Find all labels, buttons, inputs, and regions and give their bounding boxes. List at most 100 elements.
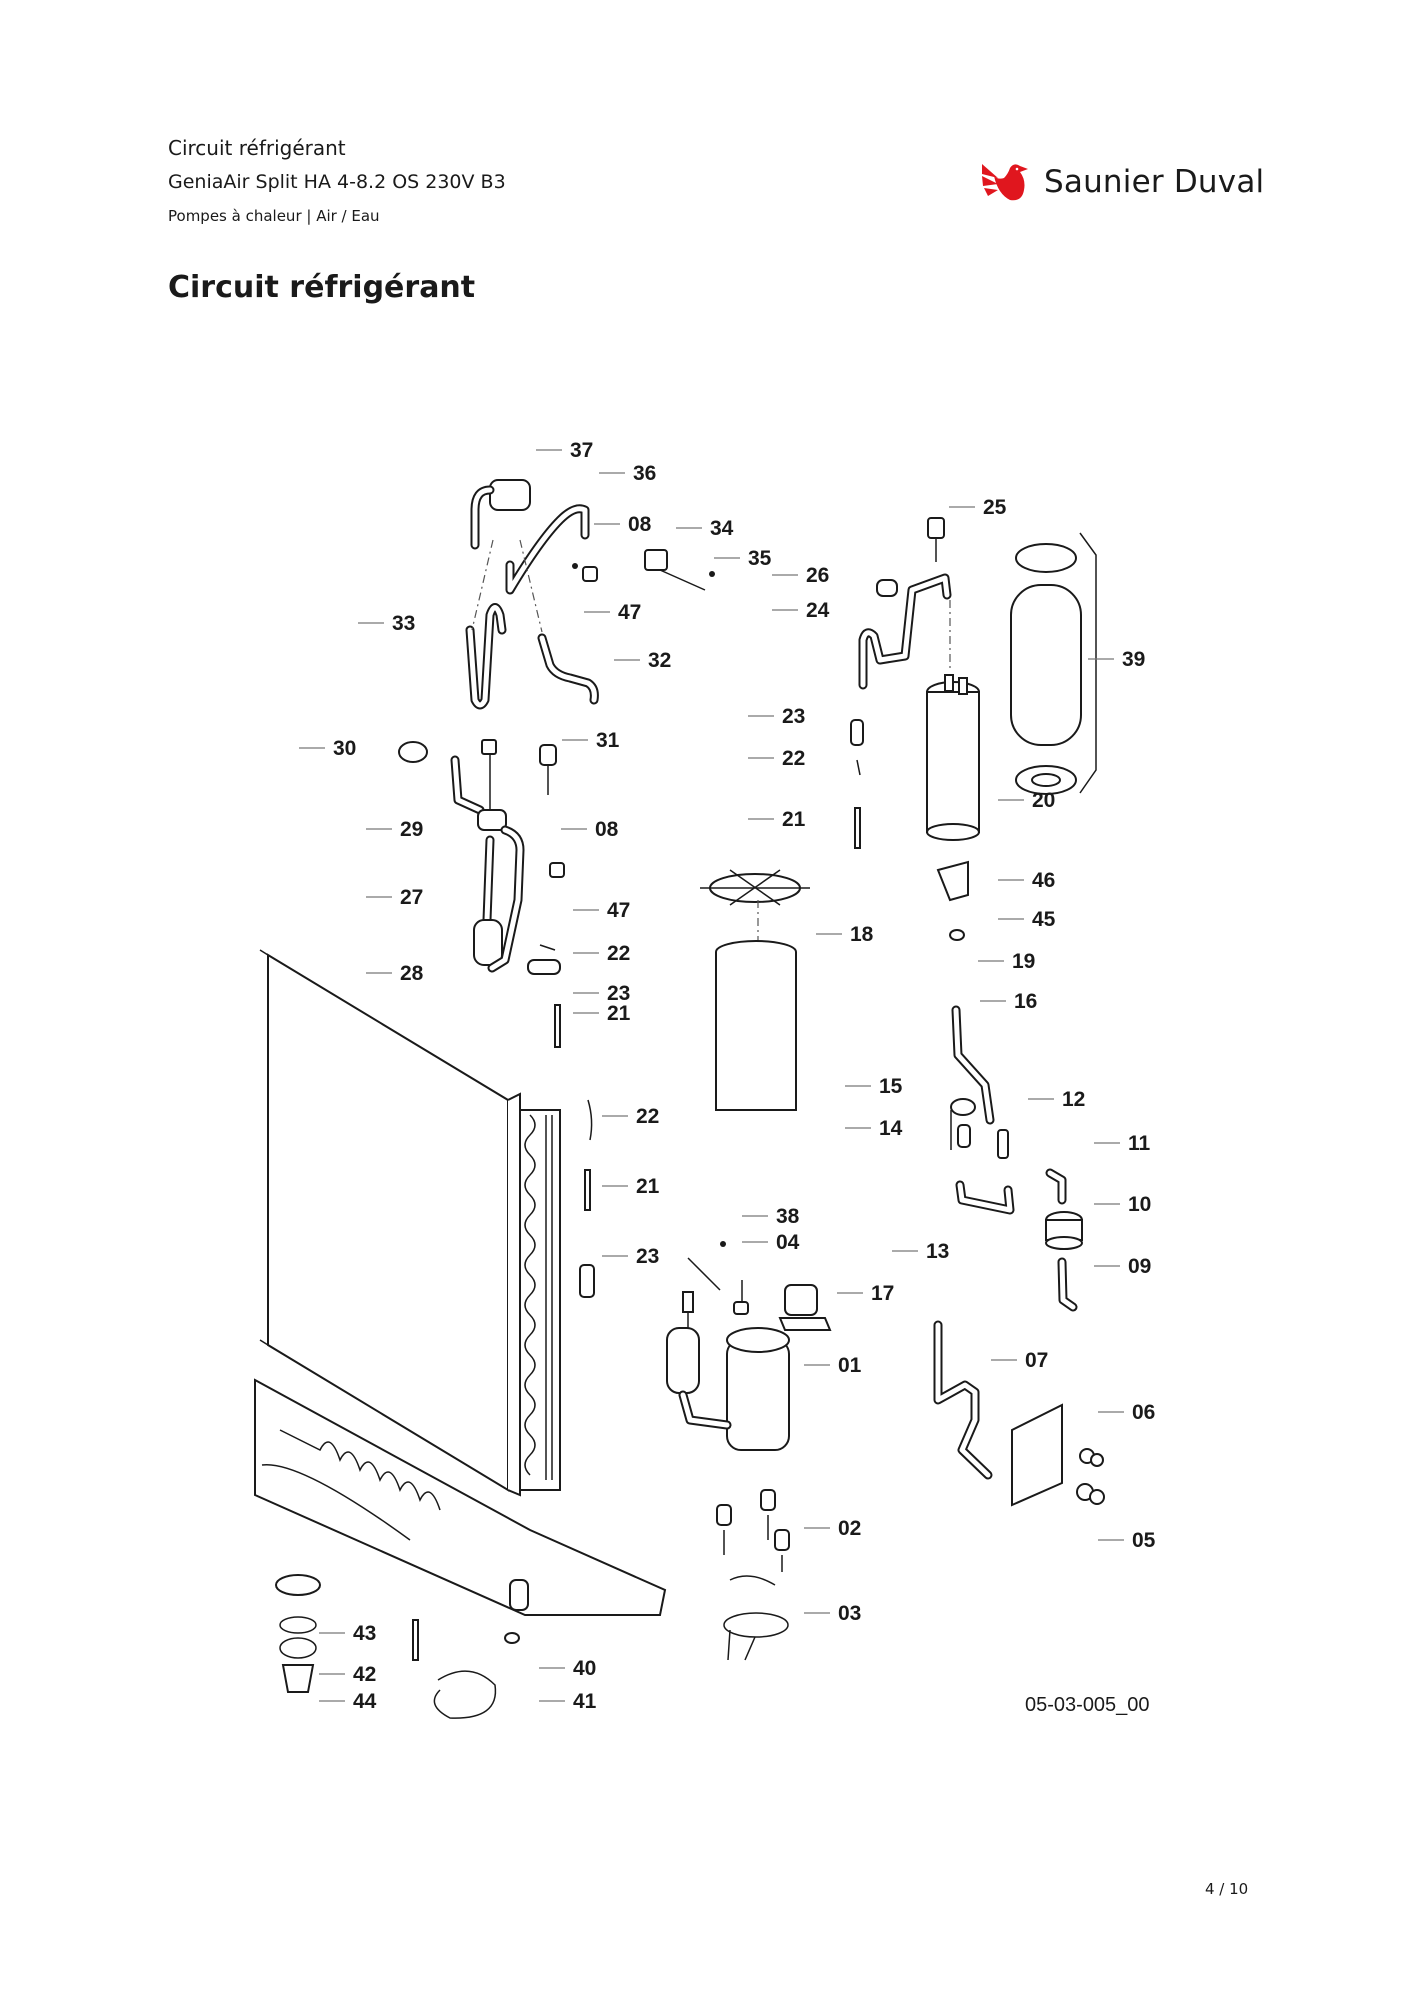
callout-25: 25 bbox=[949, 496, 1007, 519]
valve-25-and-pipe-24 bbox=[858, 517, 952, 690]
callout-label: 04 bbox=[776, 1231, 800, 1254]
callout-label: 36 bbox=[633, 462, 656, 485]
page-number: 4 / 10 bbox=[1205, 1880, 1249, 1898]
anti-vibration-mounts-02 bbox=[716, 1489, 790, 1572]
callout-label: 11 bbox=[1128, 1132, 1151, 1155]
callout-label: 37 bbox=[570, 439, 593, 462]
callout-15: 15 bbox=[845, 1075, 903, 1098]
callout-05: 05 bbox=[1098, 1529, 1156, 1552]
compressor-01 bbox=[666, 1291, 790, 1451]
callout-label: 12 bbox=[1062, 1088, 1085, 1111]
callout-label: 30 bbox=[333, 737, 356, 760]
callout-24: 24 bbox=[772, 599, 830, 622]
callout-label: 08 bbox=[595, 818, 619, 841]
filter-10-pipes-09-11 bbox=[1045, 1168, 1083, 1312]
callout-label: 09 bbox=[1128, 1255, 1151, 1278]
callout-35: 35 bbox=[714, 547, 772, 570]
callout-03: 03 bbox=[804, 1602, 861, 1625]
callout-label: 05 bbox=[1132, 1529, 1156, 1552]
callout-label: 13 bbox=[926, 1240, 949, 1263]
callout-23: 23 bbox=[602, 1245, 659, 1268]
callout-label: 22 bbox=[636, 1105, 659, 1128]
callout-36: 36 bbox=[599, 462, 656, 485]
bracket-45-46-19 bbox=[936, 860, 969, 941]
insulation-39 bbox=[1010, 532, 1097, 795]
callout-02: 02 bbox=[804, 1517, 861, 1540]
callout-09: 09 bbox=[1094, 1255, 1151, 1278]
callout-label: 07 bbox=[1025, 1349, 1048, 1372]
callout-45: 45 bbox=[998, 908, 1056, 931]
callout-23: 23 bbox=[748, 705, 805, 728]
condenser-coil bbox=[259, 949, 595, 1497]
solenoid-coil-34 bbox=[644, 549, 715, 591]
callout-37: 37 bbox=[536, 439, 593, 462]
callout-43: 43 bbox=[319, 1622, 376, 1645]
bird-logo-icon bbox=[982, 164, 1028, 201]
callout-11: 11 bbox=[1094, 1132, 1151, 1155]
callout-label: 25 bbox=[983, 496, 1007, 519]
callout-label: 26 bbox=[806, 564, 829, 587]
terminal-cover-17 bbox=[778, 1284, 832, 1331]
callout-label: 22 bbox=[607, 942, 630, 965]
callout-06: 06 bbox=[1098, 1401, 1155, 1424]
compressor-wiring-04-38 bbox=[687, 1241, 749, 1315]
callout-29: 29 bbox=[366, 818, 423, 841]
callout-label: 21 bbox=[607, 1002, 631, 1025]
drain-plug-43 bbox=[275, 1574, 321, 1693]
pipe-32 bbox=[537, 633, 599, 705]
pipes-16-15-14-12-13 bbox=[950, 1005, 1015, 1215]
base-pan bbox=[254, 1378, 667, 1719]
brand-name: Saunier Duval bbox=[1044, 164, 1265, 200]
callout-01: 01 bbox=[804, 1354, 862, 1377]
callout-label: 22 bbox=[782, 747, 805, 770]
callout-26: 26 bbox=[772, 564, 829, 587]
callout-label: 47 bbox=[607, 899, 630, 922]
callout-label: 47 bbox=[618, 601, 641, 624]
callout-label: 18 bbox=[850, 923, 874, 946]
header-product-name: GeniaAir Split HA 4-8.2 OS 230V B3 bbox=[168, 171, 506, 193]
callout-17: 17 bbox=[837, 1282, 894, 1305]
accumulator-20 bbox=[926, 674, 980, 841]
callout-label: 20 bbox=[1032, 789, 1055, 812]
callout-07: 07 bbox=[991, 1349, 1048, 1372]
callout-21: 21 bbox=[573, 1002, 631, 1025]
callout-34: 34 bbox=[676, 517, 734, 540]
callout-20: 20 bbox=[998, 789, 1055, 812]
callout-label: 29 bbox=[400, 818, 423, 841]
callout-27: 27 bbox=[366, 886, 423, 909]
callout-32: 32 bbox=[614, 649, 671, 672]
four-way-valve-assembly bbox=[470, 479, 590, 595]
callout-16: 16 bbox=[980, 990, 1037, 1013]
callout-22: 22 bbox=[573, 942, 630, 965]
callout-23: 23 bbox=[573, 982, 630, 1005]
callout-label: 17 bbox=[871, 1282, 894, 1305]
callout-label: 27 bbox=[400, 886, 423, 909]
page-title: Circuit réfrigérant bbox=[168, 270, 476, 305]
callout-31: 31 bbox=[562, 729, 620, 752]
callout-12: 12 bbox=[1028, 1088, 1085, 1111]
callout-label: 06 bbox=[1132, 1401, 1155, 1424]
callout-19: 19 bbox=[978, 950, 1035, 973]
callout-44: 44 bbox=[319, 1690, 377, 1713]
crankcase-heater-03 bbox=[723, 1575, 789, 1661]
callout-13: 13 bbox=[892, 1240, 949, 1263]
callout-22: 22 bbox=[602, 1105, 659, 1128]
callout-label: 19 bbox=[1012, 950, 1035, 973]
callout-label: 24 bbox=[806, 599, 830, 622]
callout-label: 33 bbox=[392, 612, 415, 635]
callout-label: 23 bbox=[636, 1245, 659, 1268]
callout-38: 38 bbox=[742, 1205, 800, 1228]
distributor-27-28-29 bbox=[398, 739, 565, 1048]
callout-14: 14 bbox=[845, 1117, 903, 1140]
callout-label: 21 bbox=[782, 808, 806, 831]
callout-label: 16 bbox=[1014, 990, 1037, 1013]
callout-22: 22 bbox=[748, 747, 805, 770]
callout-label: 14 bbox=[879, 1117, 903, 1140]
header-section-title: Circuit réfrigérant bbox=[168, 136, 346, 160]
brand-logo: Saunier Duval bbox=[980, 160, 1264, 204]
callout-label: 10 bbox=[1128, 1193, 1151, 1216]
callout-label: 44 bbox=[353, 1690, 377, 1713]
callout-10: 10 bbox=[1094, 1193, 1151, 1216]
callout-label: 08 bbox=[628, 513, 652, 536]
